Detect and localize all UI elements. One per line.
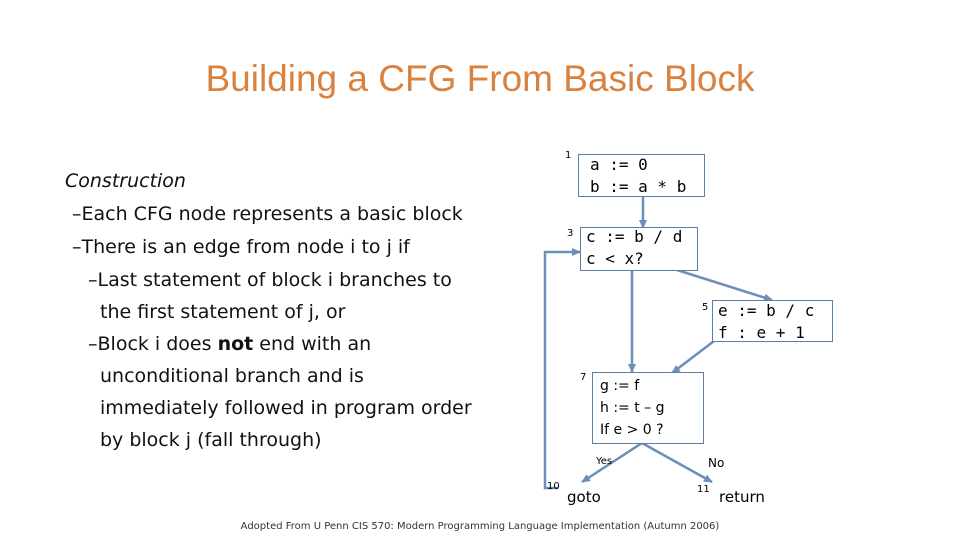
sub-bullet-branch-line2: the first statement of j, or bbox=[100, 301, 346, 323]
node-3-line2: c < x? bbox=[586, 249, 644, 268]
bullet-edge-rule: –There is an edge from node i to j if bbox=[72, 236, 410, 258]
node-3-line1: c := b / d bbox=[586, 227, 683, 246]
sub-bullet-fallthrough-suffix: end with an bbox=[253, 333, 372, 355]
node-1-line2: b := a * b bbox=[590, 177, 687, 196]
node-11-return: return bbox=[719, 488, 765, 506]
node-10-number: 10 bbox=[547, 481, 560, 492]
sub-bullet-fallthrough-line1: –Block i does not end with an bbox=[88, 333, 371, 355]
edge-3-to-5 bbox=[676, 268, 773, 302]
node-10-goto: goto bbox=[567, 488, 601, 506]
sub-bullet-fallthrough-line4: by block j (fall through) bbox=[100, 429, 322, 451]
sub-bullet-fallthrough-prefix: –Block i does bbox=[88, 333, 218, 355]
node-3-number: 3 bbox=[567, 228, 574, 239]
node-1-number: 1 bbox=[565, 150, 572, 161]
node-3-box bbox=[580, 227, 698, 271]
node-5-number: 5 bbox=[702, 302, 709, 313]
attribution-footer: Adopted From U Penn CIS 570: Modern Prog… bbox=[240, 521, 720, 532]
edge-label-yes: Yes bbox=[596, 456, 613, 467]
node-7-box bbox=[592, 372, 704, 444]
slide-title: Building a CFG From Basic Block bbox=[205, 58, 755, 99]
node-7-line1: g := f bbox=[600, 378, 640, 394]
edge-7-to-10 bbox=[581, 441, 643, 484]
node-7-number: 7 bbox=[580, 372, 587, 383]
sub-bullet-fallthrough-line2: unconditional branch and is bbox=[100, 365, 364, 387]
node-5-line2: f : e + 1 bbox=[718, 323, 805, 342]
sub-bullet-branch-line1: –Last statement of block i branches to bbox=[88, 269, 452, 291]
edge-label-no: No bbox=[708, 456, 725, 470]
node-7-line3: If e > 0 ? bbox=[600, 422, 664, 438]
edge-5-to-7 bbox=[671, 337, 719, 374]
sub-bullet-fallthrough-line3: immediately followed in program order bbox=[100, 397, 472, 419]
sub-bullet-fallthrough-bold: not bbox=[217, 333, 254, 355]
edge-7-to-11 bbox=[641, 441, 713, 484]
node-1-box bbox=[578, 154, 705, 197]
node-11-number: 11 bbox=[697, 484, 710, 495]
node-5-box bbox=[712, 300, 833, 342]
node-5-line1: e := b / c bbox=[718, 301, 815, 320]
bullet-cfg-node: –Each CFG node represents a basic block bbox=[72, 203, 463, 225]
edge-10-to-3 bbox=[543, 248, 581, 490]
node-7-line2: h := t – g bbox=[600, 400, 665, 416]
node-1-line1: a := 0 bbox=[590, 155, 648, 174]
construction-heading: Construction bbox=[65, 170, 186, 192]
